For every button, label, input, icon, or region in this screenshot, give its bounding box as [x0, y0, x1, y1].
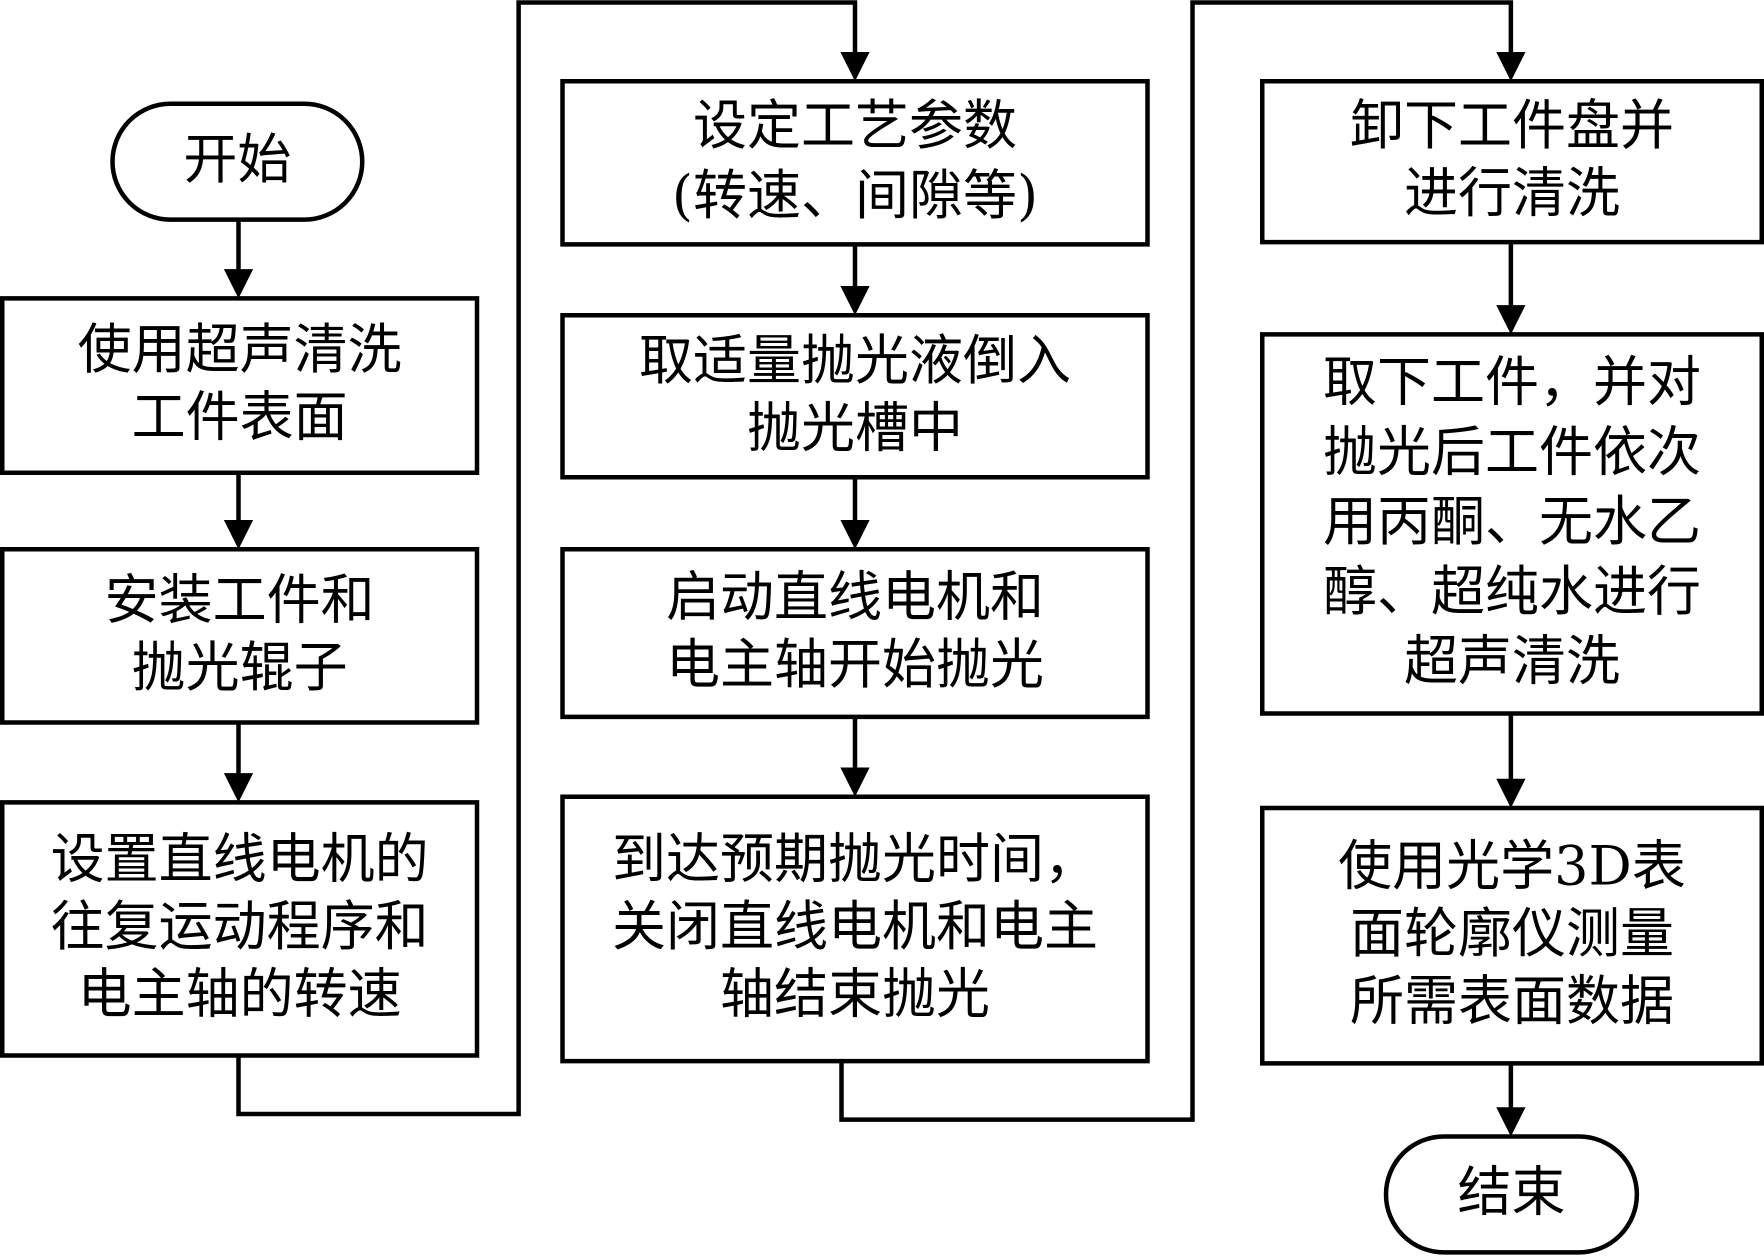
step-text-line: 卸下工件盘并 [1350, 94, 1674, 157]
connector-arrow [840, 244, 870, 316]
step-text-line: 使用超声清洗 [78, 318, 402, 381]
step-text-line: 抛光辊子 [132, 636, 348, 699]
connector-arrow [839, 0, 1526, 1122]
step-text-line: 结束 [1457, 1161, 1565, 1224]
step-text-line: 使用光学3D表 [1338, 834, 1686, 897]
connector-arrow [1496, 713, 1526, 808]
step-text-line: 设置直线电机的 [51, 828, 429, 891]
step-text-line: 抛光槽中 [747, 396, 963, 459]
step-text-line: 设定工艺参数 [693, 94, 1017, 157]
step-text-line: 电主轴开始抛光 [666, 633, 1044, 696]
step-text-line: 取适量抛光液倒入 [639, 329, 1071, 392]
step-text-line: 醇、超纯水进行 [1323, 560, 1701, 623]
step-text-line: 抛光后工件依次 [1323, 420, 1701, 483]
arrowhead-icon [1496, 778, 1526, 808]
connector-arrow [840, 716, 870, 797]
step-text-line: 用丙酮、无水乙 [1323, 490, 1701, 553]
step-text-line: 开始 [183, 128, 291, 191]
step-text-line: 进行清洗 [1404, 162, 1620, 225]
terminal-start: 开始 [110, 101, 365, 222]
step-text-line: 取下工件，并对 [1323, 351, 1701, 414]
arrowhead-icon [840, 520, 870, 550]
connector-arrow [840, 477, 870, 550]
arrowhead-icon [223, 520, 254, 550]
arrowhead-icon [840, 286, 870, 316]
connector-arrow [1496, 242, 1526, 335]
step-text-line: 到达预期抛光时间， [612, 828, 1098, 891]
step-text-line: 所需表面数据 [1350, 969, 1674, 1032]
connector-arrow [223, 219, 254, 299]
step-text-line: 轴结束抛光 [720, 963, 990, 1026]
step-text-line: 超声清洗 [1404, 630, 1620, 693]
connector-arrow [1496, 1063, 1526, 1137]
process-step-set-params: 设定工艺参数 (转速、间隙等) [560, 78, 1150, 247]
terminal-end: 结束 [1383, 1134, 1640, 1255]
step-text-line: 关闭直线电机和电主 [612, 895, 1098, 958]
step-text-line: 启动直线电机和 [666, 566, 1044, 629]
step-text-line: 安装工件和 [105, 568, 375, 631]
step-text-line: 面轮廓仪测量 [1350, 902, 1674, 965]
arrowhead-icon [1496, 1107, 1526, 1137]
arrowhead-icon [223, 269, 254, 299]
connector-arrow [236, 0, 870, 1117]
connector-arrow [223, 722, 254, 803]
arrowhead-icon [223, 773, 254, 803]
arrowhead-icon [1496, 52, 1526, 82]
arrowhead-icon [840, 52, 870, 82]
step-text-line: (转速、间隙等) [672, 164, 1038, 227]
arrowhead-icon [1496, 305, 1526, 335]
arrowhead-icon [840, 767, 870, 797]
connector-arrow [223, 472, 254, 550]
step-text-line: 往复运动程序和 [51, 895, 429, 958]
step-text-line: 工件表面 [132, 386, 348, 449]
step-text-line: 电主轴的转速 [78, 963, 402, 1026]
